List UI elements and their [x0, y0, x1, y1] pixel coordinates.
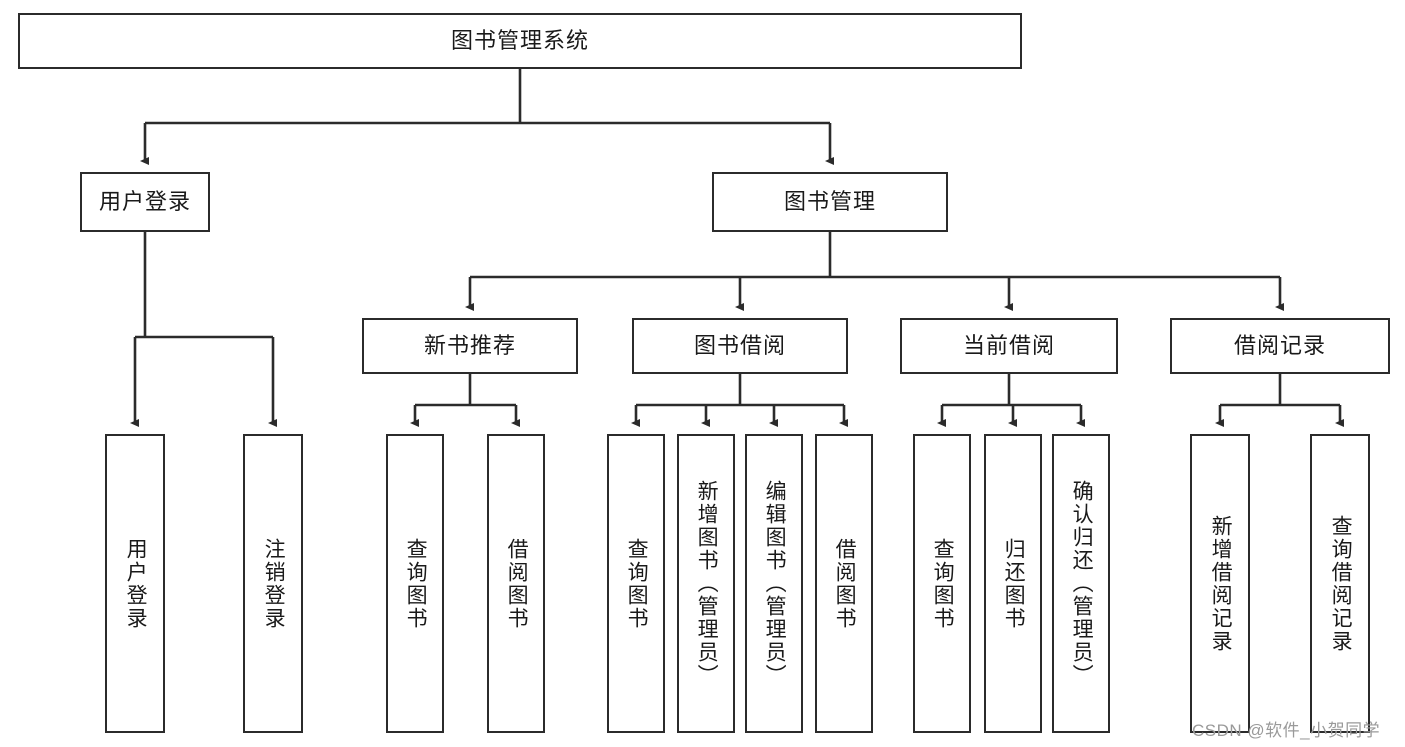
node-leaf-query-record[interactable]: 查询借阅记录	[1310, 434, 1370, 733]
node-label: 新增借阅记录	[1209, 514, 1233, 653]
node-label: 新增图书（管理员）	[695, 480, 719, 687]
node-book-borrow[interactable]: 图书借阅	[632, 318, 848, 374]
node-label: 查询图书	[931, 537, 955, 630]
node-user-login[interactable]: 用户登录	[80, 172, 210, 232]
node-leaf-borrow-book[interactable]: 借阅图书	[815, 434, 873, 733]
node-leaf-user-logout[interactable]: 注销登录	[243, 434, 303, 733]
node-label: 借阅图书	[833, 537, 857, 630]
node-label: 查询图书	[625, 537, 649, 630]
node-leaf-add-record[interactable]: 新增借阅记录	[1190, 434, 1250, 733]
node-root[interactable]: 图书管理系统	[18, 13, 1022, 69]
node-label: 编辑图书（管理员）	[763, 480, 787, 687]
node-leaf-query-book-cur[interactable]: 查询图书	[913, 434, 971, 733]
node-leaf-add-book[interactable]: 新增图书（管理员）	[677, 434, 735, 733]
node-label: 图书借阅	[693, 333, 786, 358]
node-label: 借阅记录	[1233, 333, 1326, 358]
node-label: 当前借阅	[962, 333, 1055, 358]
node-label: 新书推荐	[423, 333, 516, 358]
node-label: 注销登录	[262, 537, 286, 630]
node-label: 查询借阅记录	[1329, 514, 1353, 653]
node-label: 确认归还（管理员）	[1070, 480, 1094, 687]
node-leaf-user-login[interactable]: 用户登录	[105, 434, 165, 733]
node-label: 用户登录	[124, 537, 148, 630]
node-label: 用户登录	[98, 189, 191, 214]
node-label: 图书管理系统	[450, 28, 589, 53]
node-new-book-rec[interactable]: 新书推荐	[362, 318, 578, 374]
node-leaf-borrow-book-rec[interactable]: 借阅图书	[487, 434, 545, 733]
node-leaf-edit-book[interactable]: 编辑图书（管理员）	[745, 434, 803, 733]
node-label: 查询图书	[404, 537, 428, 630]
csdn-watermark: CSDN @软件_小贺同学	[1192, 721, 1381, 740]
node-label: 图书管理	[783, 189, 876, 214]
node-leaf-return-book[interactable]: 归还图书	[984, 434, 1042, 733]
node-leaf-query-book-rec[interactable]: 查询图书	[386, 434, 444, 733]
node-leaf-confirm-return[interactable]: 确认归还（管理员）	[1052, 434, 1110, 733]
node-label: 归还图书	[1002, 537, 1026, 630]
node-book-manage[interactable]: 图书管理	[712, 172, 948, 232]
node-borrow-record[interactable]: 借阅记录	[1170, 318, 1390, 374]
node-leaf-query-book-borrow[interactable]: 查询图书	[607, 434, 665, 733]
node-label: 借阅图书	[505, 537, 529, 630]
node-current-borrow[interactable]: 当前借阅	[900, 318, 1118, 374]
